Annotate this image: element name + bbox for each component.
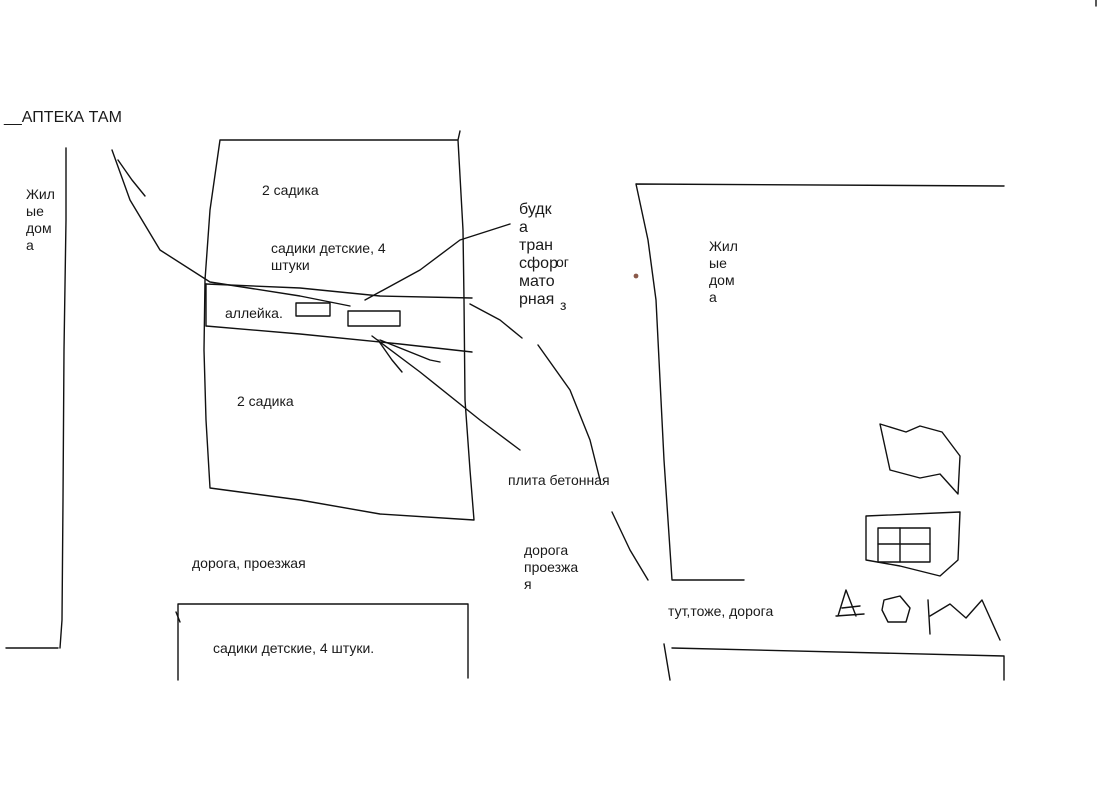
transformer-booth-label: будк а тран сфор мато рная (519, 201, 558, 308)
bottom-kindergarten-block (177, 603, 469, 681)
alley-bottom-line (205, 325, 473, 353)
left-boundary-line (5, 147, 67, 649)
scribble-letter-m (927, 599, 1001, 641)
path-from-pharmacy (111, 149, 351, 307)
road-line-a (537, 344, 601, 481)
right-residential-lower-line (663, 643, 1005, 681)
kindergarten-block-outline (203, 130, 475, 521)
residential-left-label: Жил ые дом а (26, 186, 55, 253)
alley-bench-right (347, 310, 401, 327)
road-passable-right-label: дорога проезжа я (524, 542, 579, 592)
path-to-transformer (364, 223, 511, 301)
residential-right-label: Жил ые дом а (709, 238, 738, 305)
alley-bench-left (295, 302, 331, 317)
building-window (877, 527, 931, 563)
kindergartens-mid-label: садики детские, 4 штуки (271, 240, 386, 273)
map-dot (633, 273, 639, 279)
kindergartens-top-label: 2 садика (262, 182, 319, 198)
path-to-slab-2 (379, 339, 441, 363)
alley-label: аллейка. (225, 305, 283, 321)
scribble-letter-o (881, 595, 911, 623)
transformer-stray-label-1: ог (556, 254, 569, 270)
path-curve-right (469, 303, 523, 339)
right-residential-outline (635, 183, 1005, 581)
path-to-slab-1 (371, 335, 521, 451)
kindergartens-bottom-label: садики детские, 4 штуки. (213, 640, 375, 656)
road-passable-left-label: дорога, проезжая (192, 555, 306, 571)
transformer-stray-label-2: з (560, 297, 567, 313)
pharmacy-label: __АПТЕКА ТАМ (4, 109, 122, 126)
bottom-block-tick (175, 611, 181, 623)
scribble-letter-d (835, 589, 865, 617)
building-sketch-bottom (865, 511, 961, 577)
road-line-b (611, 511, 649, 581)
kindergartens-lower-label: 2 садика (237, 393, 294, 409)
path-to-slab-3 (377, 339, 403, 373)
concrete-slab-label: плита бетонная (508, 472, 610, 488)
path-branch-small (117, 159, 146, 197)
alley-top-line (205, 283, 473, 299)
building-sketch-top (879, 423, 961, 495)
road-here-too-label: тут,тоже, дорога (668, 603, 774, 619)
